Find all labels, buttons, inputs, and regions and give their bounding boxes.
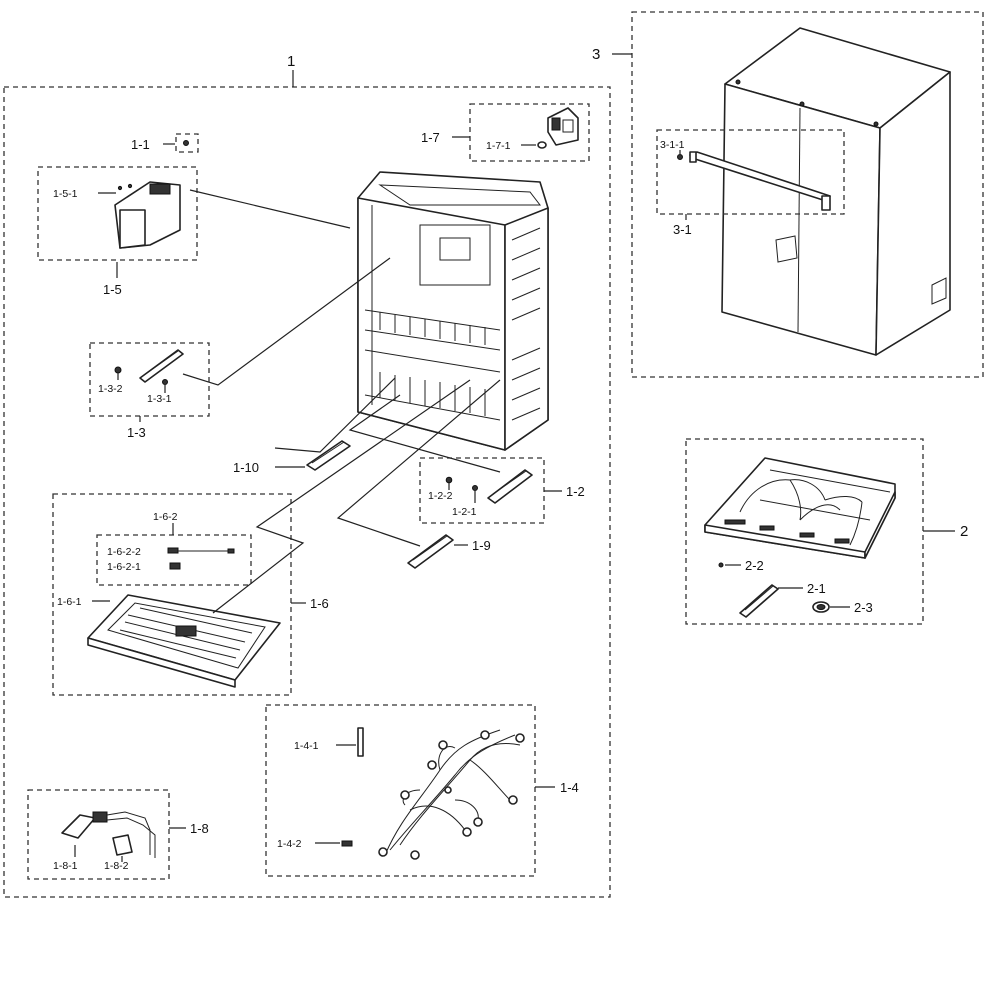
part-3-1-bar[interactable] (689, 151, 831, 211)
part-1-10: 1-10 (233, 377, 396, 475)
part-1-10-rail[interactable] (306, 440, 351, 471)
label-1-2-1[interactable]: 1-2-1 (452, 506, 477, 518)
group-1-4: 1-4 1-4-1 1-4-2 (265, 704, 579, 877)
label-1-7[interactable]: 1-7 (421, 130, 440, 145)
label-1-7-1[interactable]: 1-7-1 (486, 140, 511, 152)
part-1-5-housing[interactable] (114, 181, 181, 249)
group-2: 2 2-2 2-1 2-3 (685, 438, 968, 625)
label-1-8[interactable]: 1-8 (190, 821, 209, 836)
part-2-1-rail[interactable] (739, 584, 779, 618)
label-1[interactable]: 1 (287, 53, 295, 70)
part-1-9-rail[interactable] (407, 534, 454, 569)
part-1-1: 1-1 (131, 133, 199, 153)
label-2[interactable]: 2 (960, 523, 968, 540)
part-1-4-1-clip[interactable] (357, 727, 364, 757)
label-1-6-2-2[interactable]: 1-6-2-2 (107, 546, 141, 558)
base-cover-part[interactable] (704, 457, 896, 559)
part-1-4-2-screw[interactable] (341, 840, 353, 847)
label-2-2[interactable]: 2-2 (745, 558, 764, 573)
label-1-3[interactable]: 1-3 (127, 425, 146, 440)
group-1-2: 1-2-2 1-2-1 1-2 (348, 394, 585, 524)
label-1-5[interactable]: 1-5 (103, 282, 122, 297)
label-2-3[interactable]: 2-3 (854, 600, 873, 615)
part-1-8-2-tag[interactable] (112, 834, 133, 856)
label-1-9[interactable]: 1-9 (472, 538, 491, 553)
label-1-6[interactable]: 1-6 (310, 596, 329, 611)
part-1-6-2-1[interactable] (169, 562, 181, 570)
label-2-1[interactable]: 2-1 (807, 581, 826, 596)
label-1-2-2[interactable]: 1-2-2 (428, 490, 453, 502)
label-1-3-1[interactable]: 1-3-1 (147, 393, 172, 405)
part-1-3-1[interactable] (139, 349, 184, 383)
part-2-3-foot[interactable] (812, 601, 830, 613)
label-1-6-2[interactable]: 1-6-2 (153, 511, 178, 523)
group-1-5: 1-5-1 1-5 (37, 166, 351, 297)
group-3-boundary (631, 11, 984, 378)
cabinet-part[interactable] (357, 171, 549, 451)
group-3: 3 3-1-1 3-1 (592, 11, 984, 378)
label-1-4[interactable]: 1-4 (560, 780, 579, 795)
label-1-10[interactable]: 1-10 (233, 460, 259, 475)
part-1-2-1[interactable] (487, 469, 533, 504)
group-1-6: 1-6 1-6-2 1-6-2-2 1-6-2-1 1-6 (52, 379, 471, 696)
label-1-4-2[interactable]: 1-4-2 (277, 838, 302, 850)
group-1-boundary (3, 86, 611, 898)
part-1-6-1-panel[interactable] (87, 594, 281, 688)
group-1-8: 1-8 1-8-1 1-8-2 (27, 789, 209, 880)
label-1-3-2[interactable]: 1-3-2 (98, 383, 123, 395)
outer-case-part[interactable] (721, 27, 951, 356)
label-3-1-1[interactable]: 3-1-1 (660, 139, 685, 151)
label-1-6-2-1[interactable]: 1-6-2-1 (107, 561, 141, 573)
part-1-7-bracket[interactable] (547, 107, 579, 146)
wire-harness-part[interactable] (378, 729, 525, 860)
label-1-2[interactable]: 1-2 (566, 484, 585, 499)
label-1-1[interactable]: 1-1 (131, 137, 150, 152)
label-1-6-1[interactable]: 1-6-1 (57, 596, 82, 608)
group-1: 1 1-1 (3, 53, 611, 898)
part-1-6-2-2[interactable] (167, 547, 235, 554)
part-1-9: 1-9 (336, 379, 501, 569)
part-1-8-1-sensor[interactable] (61, 811, 156, 858)
group-1-3: 1-3-2 1-3-1 1-3 (89, 257, 391, 440)
label-1-4-1[interactable]: 1-4-1 (294, 740, 319, 752)
label-1-5-1[interactable]: 1-5-1 (53, 188, 78, 200)
group-1-7: 1-7-1 1-7 (421, 103, 590, 162)
label-3-1[interactable]: 3-1 (673, 222, 692, 237)
label-1-8-2[interactable]: 1-8-2 (104, 860, 129, 872)
label-3[interactable]: 3 (592, 46, 600, 63)
group-2-boundary (685, 438, 924, 625)
label-1-8-1[interactable]: 1-8-1 (53, 860, 78, 872)
